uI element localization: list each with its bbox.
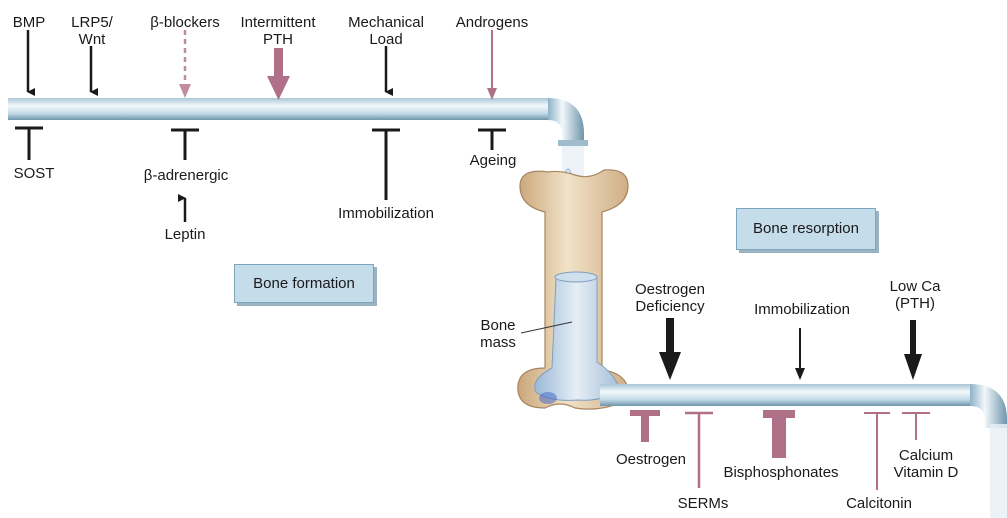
low-ca-line1: Low Ca <box>880 278 950 295</box>
calcitonin-label: Calcitonin <box>834 495 924 512</box>
oestrogen-label: Oestrogen <box>606 451 696 468</box>
oestrogen-deficiency-line2: Deficiency <box>620 298 720 315</box>
immobilization-bottom-label: Immobilization <box>742 301 862 318</box>
bone-resorption-box: Bone resorption <box>736 208 876 250</box>
beta-adrenergic-label: β-adrenergic <box>130 167 242 184</box>
immobilization-top-label: Immobilization <box>326 205 446 222</box>
load-line1: Mechanical <box>336 14 436 31</box>
androgens-label: Androgens <box>440 14 544 31</box>
pth-line2: PTH <box>228 31 328 48</box>
formation-pipe <box>8 98 588 146</box>
low-ca-label: Low Ca (PTH) <box>880 278 950 312</box>
bone-mass-line1: Bone <box>468 317 528 334</box>
serms-label: SERMs <box>668 495 738 512</box>
low-ca-line2: (PTH) <box>880 295 950 312</box>
load-line2: Load <box>336 31 436 48</box>
bone-shape <box>518 170 628 409</box>
load-label: Mechanical Load <box>336 14 436 48</box>
top-inhibitors <box>15 128 506 200</box>
pth-label: Intermittent PTH <box>228 14 328 48</box>
bottom-arrows <box>659 318 922 380</box>
lrp5-line1: LRP5/ <box>62 14 122 31</box>
vitamin-d-line: Vitamin D <box>886 464 966 481</box>
lrp5-line2: Wnt <box>62 31 122 48</box>
bmp-label: BMP <box>8 14 50 31</box>
pth-line1: Intermittent <box>228 14 328 31</box>
calcium-vitamin-d-label: Calcium Vitamin D <box>886 447 966 481</box>
bone-mass-line2: mass <box>468 334 528 351</box>
beta-blockers-label: β-blockers <box>130 14 240 31</box>
bone-formation-box: Bone formation <box>234 264 374 303</box>
lrp5-label: LRP5/ Wnt <box>62 14 122 48</box>
ageing-label: Ageing <box>458 152 528 169</box>
sost-label: SOST <box>4 165 64 182</box>
bisphosphonates-label: Bisphosphonates <box>712 464 850 481</box>
leptin-label: Leptin <box>150 226 220 243</box>
bone-mass-label: Bone mass <box>468 317 528 351</box>
pth-arrow <box>274 48 283 76</box>
calcium-line: Calcium <box>886 447 966 464</box>
oestrogen-deficiency-label: Oestrogen Deficiency <box>620 281 720 315</box>
oestrogen-deficiency-line1: Oestrogen <box>620 281 720 298</box>
